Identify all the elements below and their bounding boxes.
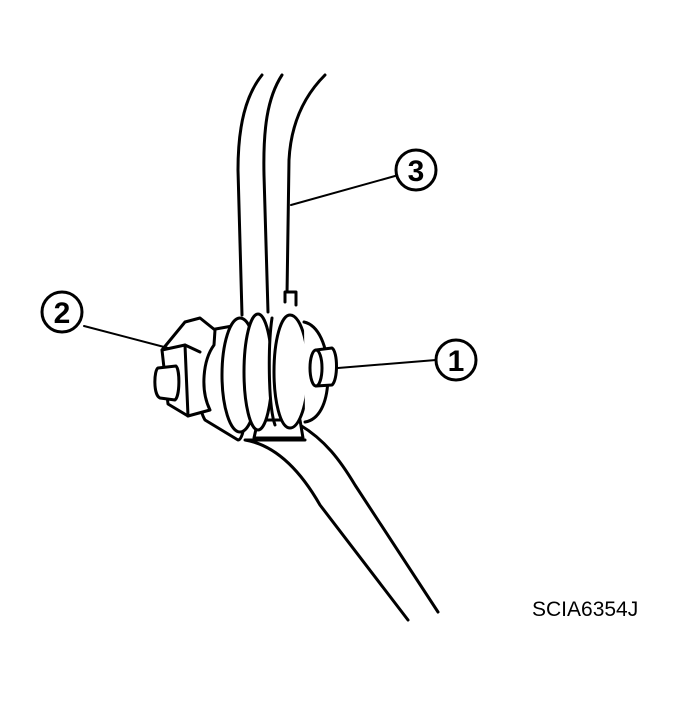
figure-code: SCIA6354J bbox=[532, 598, 639, 621]
leader-line-3 bbox=[290, 175, 396, 206]
callout-label-3: 3 bbox=[408, 155, 425, 188]
stabilizer-rod-upper bbox=[236, 73, 327, 317]
callout-label-1: 1 bbox=[448, 345, 465, 378]
nut bbox=[153, 316, 217, 418]
callout-circle-2 bbox=[40, 290, 84, 334]
leader-line-2 bbox=[83, 325, 169, 349]
bushing-stack bbox=[196, 312, 330, 442]
bolt-end bbox=[308, 346, 338, 388]
leader-lines bbox=[83, 175, 437, 369]
callout-label-2: 2 bbox=[54, 297, 71, 330]
callout-circle-1 bbox=[434, 338, 478, 382]
leader-line-1 bbox=[337, 359, 437, 369]
stabilizer-bar-lower bbox=[243, 423, 440, 622]
callout-circle-3 bbox=[394, 148, 438, 192]
